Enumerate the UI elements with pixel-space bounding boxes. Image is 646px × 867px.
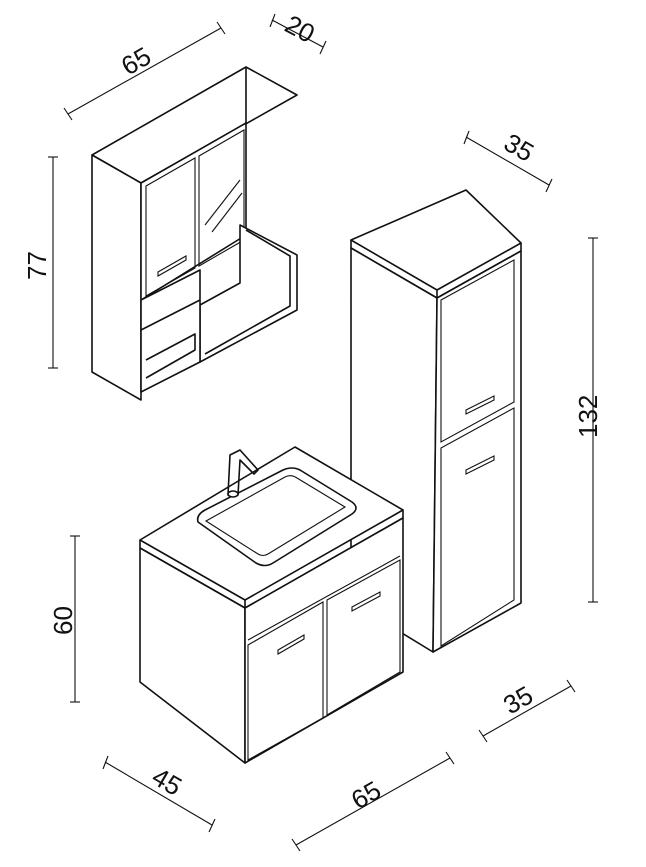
dim-vanity-depth: 45 xyxy=(147,761,187,801)
dim-tall-depth: 35 xyxy=(499,127,539,167)
dim-mirror-depth: 20 xyxy=(280,9,320,49)
dim-mirror-height: 77 xyxy=(22,251,52,280)
dim-mirror-width: 65 xyxy=(116,41,156,81)
dimension-lines xyxy=(48,13,598,852)
dim-vanity-width: 65 xyxy=(346,775,386,815)
dim-tall-width: 35 xyxy=(498,680,538,720)
mirror-cabinet xyxy=(91,66,298,401)
dim-tall-height: 132 xyxy=(573,395,603,438)
dim-vanity-height: 60 xyxy=(48,606,78,635)
vanity-unit xyxy=(139,446,404,764)
